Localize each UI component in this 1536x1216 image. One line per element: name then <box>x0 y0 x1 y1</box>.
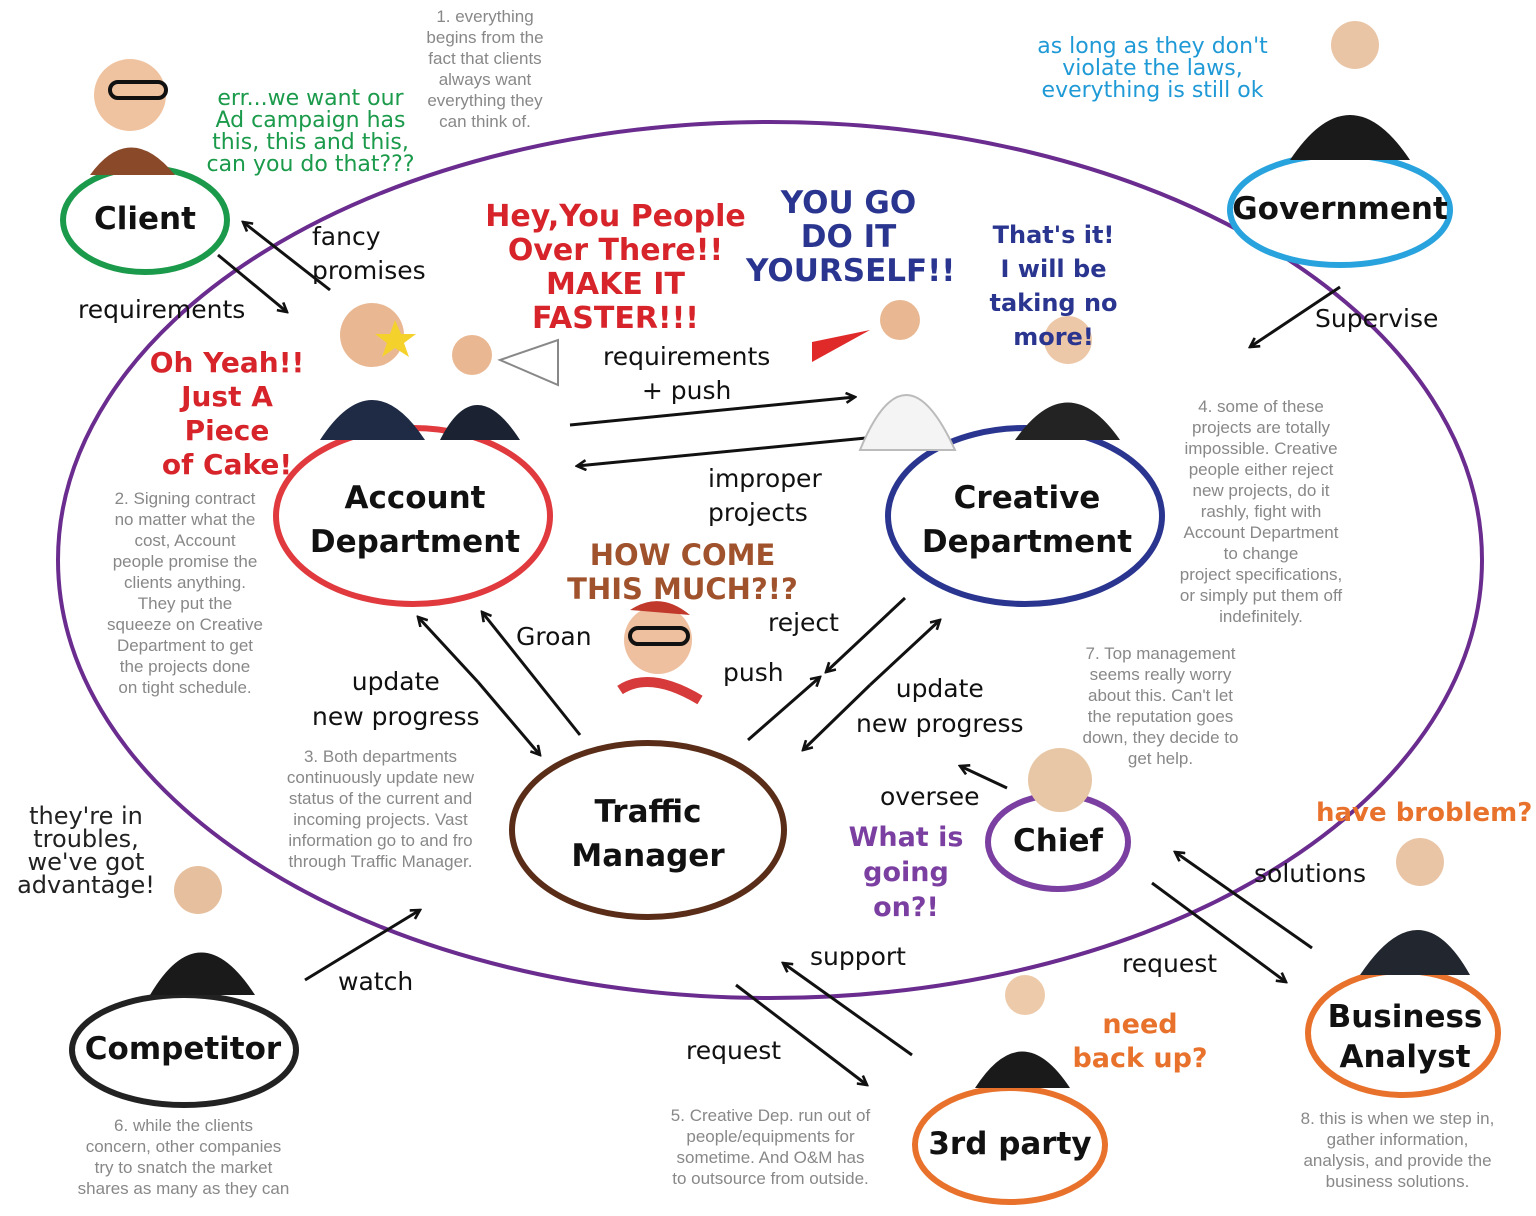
traffic-manager-figure <box>620 601 700 700</box>
note-3: 3. Both departments continuously update … <box>258 746 503 872</box>
edge-label-request-3rd: request <box>686 1038 781 1063</box>
third-party-quote: need back up? <box>1070 1008 1210 1076</box>
edge-label-update-right: update new progress <box>856 671 1024 741</box>
edge-label-improper-projects: improper projects <box>708 462 822 530</box>
edge-label-oversee: oversee <box>880 784 980 809</box>
edge-label-supervise: Supervise <box>1315 306 1438 331</box>
competitor-node-label: Competitor <box>78 1034 288 1065</box>
business-analyst-figure <box>1360 838 1470 975</box>
business-analyst-node-label: Business Analyst <box>1310 997 1500 1077</box>
creative-node-label: Creative Department <box>902 476 1152 564</box>
client-node-label: Client <box>75 204 215 235</box>
chief-quote: What is going on?! <box>826 820 986 925</box>
note-8: 8. this is when we step in, gather infor… <box>1270 1108 1525 1192</box>
note-5: 5. Creative Dep. run out of people/equip… <box>643 1105 898 1189</box>
chief-node-label: Chief <box>998 826 1118 857</box>
edge-label-groan: Groan <box>516 624 592 649</box>
edge-label-support: support <box>810 944 906 969</box>
creative-boss-figure <box>812 300 955 450</box>
edge-label-update-left: update new progress <box>312 664 480 734</box>
government-node-label: Government <box>1228 194 1452 225</box>
traffic-node-label: Traffic Manager <box>548 790 748 878</box>
arrow-support <box>783 963 912 1055</box>
client-person-figure <box>90 59 175 175</box>
edge-label-reject: reject <box>768 610 839 635</box>
business-analyst-quote: have broblem? <box>1316 800 1536 826</box>
account-boss-figure <box>440 335 558 440</box>
government-quote: as long as they don't violate the laws, … <box>1020 36 1285 102</box>
edge-label-push: push <box>723 660 784 685</box>
account-staff-figure <box>320 303 425 440</box>
edge-label-request-ba: request <box>1122 951 1217 976</box>
third-party-figure <box>975 975 1070 1088</box>
note-2: 2. Signing contract no matter what the c… <box>90 488 280 698</box>
third-party-node-label: 3rd party <box>920 1129 1100 1160</box>
edge-label-fancy-promises: fancy promises <box>312 220 426 288</box>
note-1: 1. everything begins from the fact that … <box>405 6 565 132</box>
note-4: 4. some of these projects are totally im… <box>1156 396 1366 627</box>
arrow-update-left-to-traffic <box>478 682 540 755</box>
note-6: 6. while the clients concern, other comp… <box>56 1115 311 1199</box>
account-node-label: Account Department <box>290 476 540 564</box>
traffic-quote: HOW COME THIS MUCH?!? <box>560 538 805 606</box>
account-boss-quote: Hey,You People Over There!! MAKE IT FAST… <box>478 200 753 336</box>
note-7: 7. Top management seems really worry abo… <box>1058 643 1263 769</box>
edge-label-requirements-push: requirements + push <box>603 340 770 408</box>
competitor-quote: they're in troubles, we've got advantage… <box>6 805 166 897</box>
edge-label-solutions: solutions <box>1254 861 1366 886</box>
government-person-figure <box>1290 21 1410 160</box>
arrow-request-to-3rd <box>736 985 867 1085</box>
edge-label-watch: watch <box>338 969 413 994</box>
account-staff-quote: Oh Yeah!! Just A Piece of Cake! <box>142 346 312 482</box>
creative-staff-quote: That's it! I will be taking no more! <box>946 218 1161 354</box>
edge-label-requirements: requirements <box>78 297 245 322</box>
client-quote: err...we want our Ad campaign has this, … <box>198 88 423 176</box>
creative-boss-quote: YOU GO DO IT YOURSELF!! <box>746 186 951 288</box>
